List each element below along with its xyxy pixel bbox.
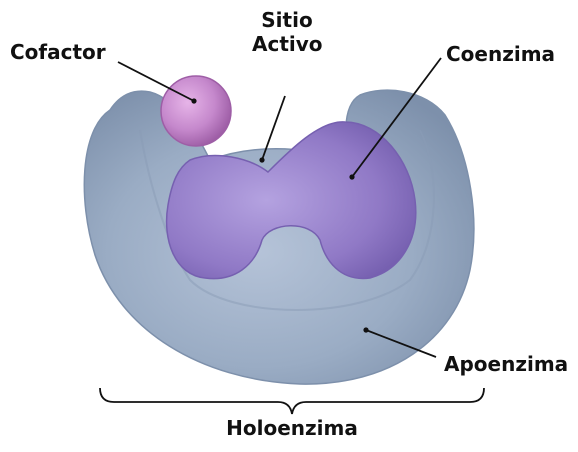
coenzyme-leader-dot <box>349 174 354 179</box>
cofactor-leader-dot <box>191 98 196 103</box>
holoenzyme-label: Holoenzima <box>212 416 372 440</box>
coenzyme-label: Coenzima <box>446 42 555 66</box>
active-site-label: Sitio Activo <box>252 8 322 56</box>
apoenzyme-leader-dot <box>363 327 368 332</box>
active-site-leader-dot <box>259 157 264 162</box>
cofactor-sphere <box>161 76 231 146</box>
active-site-label-line1: Sitio <box>252 8 322 32</box>
apoenzyme-label: Apoenzima <box>444 352 568 376</box>
cofactor-label: Cofactor <box>10 40 106 64</box>
holoenzyme-brace <box>100 388 484 414</box>
apoenzyme-body <box>84 90 474 384</box>
active-site-label-line2: Activo <box>252 32 322 56</box>
